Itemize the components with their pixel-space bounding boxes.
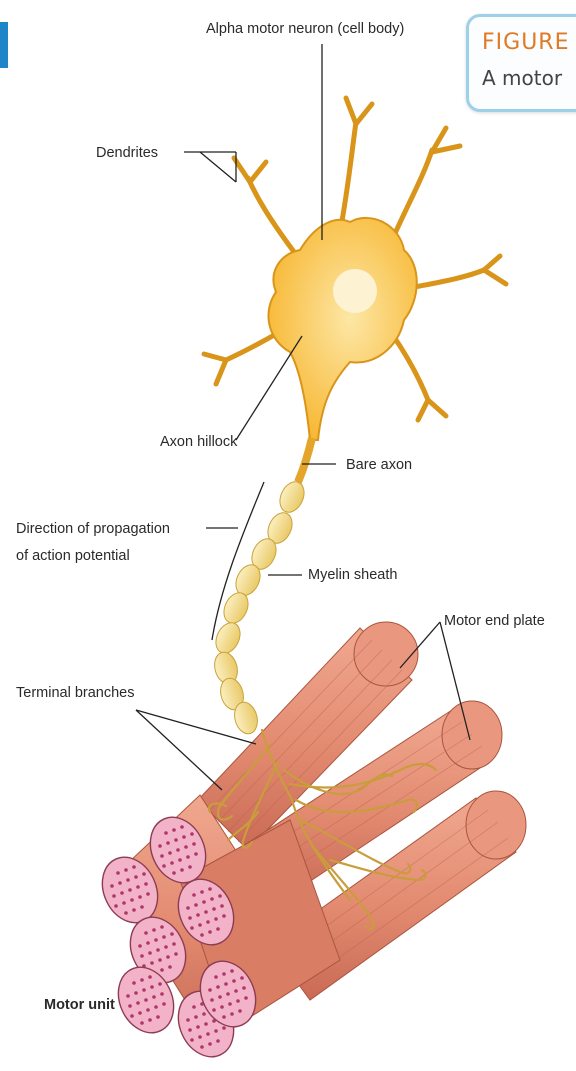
figure-caption: A motor [482,66,562,90]
label-cell-body: Alpha motor neuron (cell body) [206,20,404,38]
label-myelin-sheath: Myelin sheath [308,566,397,584]
accent-tab [0,22,8,68]
nucleus [333,269,377,313]
label-direction-line2: of action potential [16,547,130,565]
label-axon-hillock: Axon hillock [160,433,237,451]
label-direction-line1: Direction of propagation [16,520,170,538]
figure-title: FIGURE [482,30,569,55]
label-motor-unit: Motor unit [44,996,115,1014]
figure-caption-box [466,14,576,112]
myelin-segment [275,478,308,516]
label-dendrites: Dendrites [96,144,158,162]
label-terminal-branches: Terminal branches [16,684,134,702]
label-bare-axon: Bare axon [346,456,412,474]
bare-axon [298,438,312,482]
label-motor-end-plate: Motor end plate [444,612,545,630]
myelin-segment [211,619,244,657]
